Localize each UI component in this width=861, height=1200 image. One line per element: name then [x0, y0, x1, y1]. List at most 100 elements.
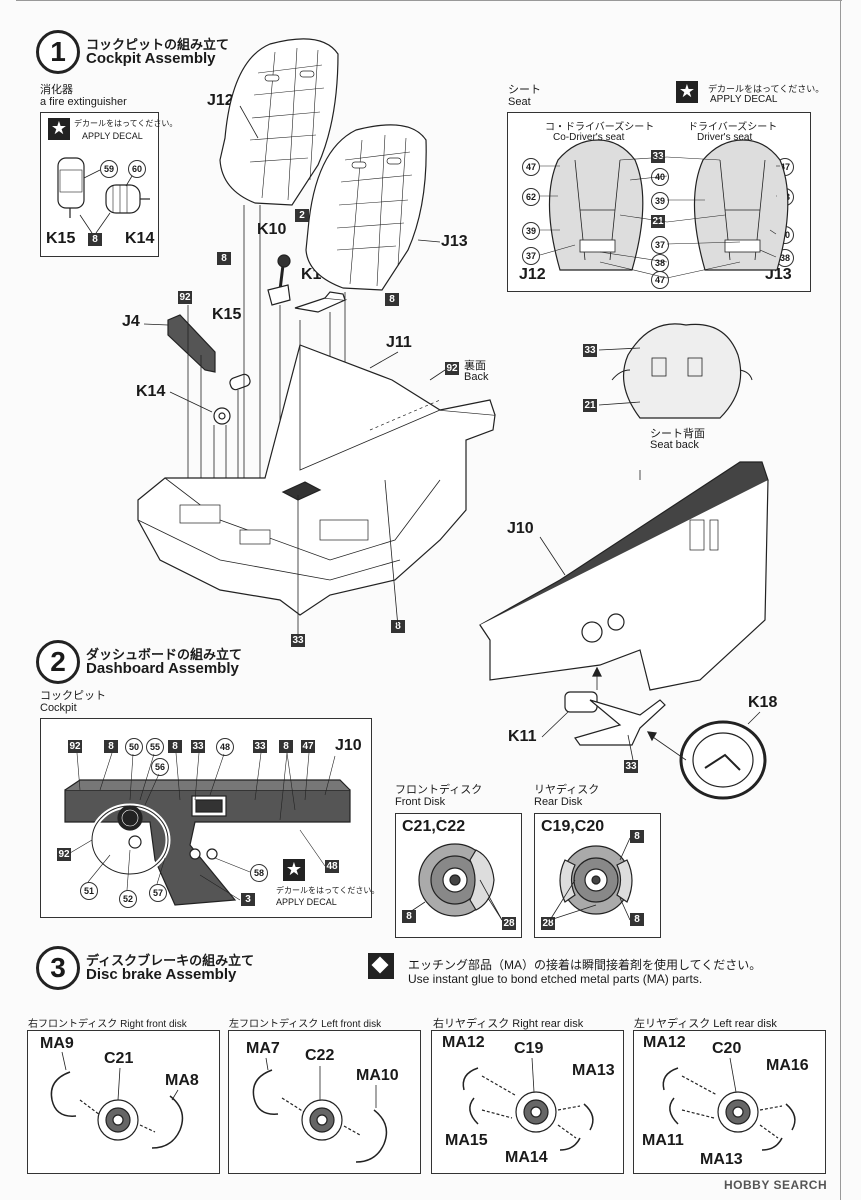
panel4-a: MA12	[643, 1034, 686, 1051]
dash-num-51: 51	[80, 882, 98, 900]
decal-star-icon: ★	[48, 118, 70, 140]
j4-bracket-drawing	[167, 314, 216, 373]
dash-num-56: 56	[151, 758, 169, 776]
rear-disk-num-8-a: 8	[630, 830, 644, 843]
j10-label: J10	[507, 520, 534, 537]
dash-num-8-a: 8	[104, 740, 118, 753]
dash-decal-jp: デカールをはってください。	[276, 886, 380, 895]
ext-decal-jp: デカールをはってください。	[74, 119, 178, 128]
panel3-c: MA13	[572, 1062, 615, 1079]
ext-num-59: 59	[100, 160, 118, 178]
dash-num-92-a: 92	[68, 740, 82, 753]
step3-note-en: Use instant glue to bond etched metal pa…	[408, 972, 703, 986]
seatback-jp: シート背面	[650, 428, 705, 440]
driver-en: Driver's seat	[697, 132, 753, 143]
panel1-caption: 右フロントディスク Right front disk	[28, 1019, 187, 1030]
panel2-caption: 左フロントディスク Left front disk	[229, 1019, 382, 1030]
panel2-c: MA10	[356, 1067, 399, 1084]
k18-label: K18	[748, 694, 778, 711]
panel1-a: MA9	[40, 1035, 74, 1052]
step1-title-en: Cockpit Assembly	[86, 50, 216, 67]
seat-num-21: 21	[651, 215, 665, 228]
j10-dashboard-drawing	[479, 461, 769, 691]
seatback-en: Seat back	[650, 439, 699, 451]
main-k1-label: K1	[301, 266, 322, 283]
step1-title-jp: コックピットの組み立て	[86, 37, 230, 52]
front-disk-jp: フロントディスク	[395, 784, 483, 796]
k1-part-drawing	[294, 291, 348, 313]
seat-j12-drawing	[219, 38, 339, 206]
cockpit-en: Cockpit	[40, 702, 77, 714]
panel4-b: C20	[712, 1040, 742, 1057]
step2-title-en: Dashboard Assembly	[86, 660, 239, 677]
k18-wheel-drawing	[679, 720, 767, 800]
main-num-2: 2	[295, 209, 309, 222]
seat-decal-star-icon: ★	[676, 81, 698, 103]
main-j11-label: J11	[386, 334, 412, 351]
ext-decal-en: APPLY DECAL	[82, 131, 143, 141]
extinguisher-jp: 消化器	[40, 84, 73, 96]
dash-num-8-b: 8	[168, 740, 182, 753]
dash-num-50: 50	[125, 738, 143, 756]
seat-title-en: Seat	[508, 96, 531, 108]
panel1-c: MA8	[165, 1072, 199, 1089]
seat-num-40-m: 40	[651, 168, 669, 186]
panel2-b: C22	[305, 1047, 335, 1064]
main-j4-label: J4	[122, 313, 140, 330]
seat-j13-label: J13	[765, 266, 792, 283]
cockpit-jp: コックピット	[40, 690, 106, 702]
right-border	[840, 0, 842, 1200]
extinguisher-en: a fire extinguisher	[40, 96, 127, 108]
rear-disk-parts: C19,C20	[541, 818, 605, 835]
panel2-a: MA7	[246, 1040, 280, 1057]
main-k14-label: K14	[136, 383, 166, 400]
dash-num-47: 47	[301, 740, 315, 753]
main-num-33: 33	[291, 634, 305, 647]
front-disk-parts: C21,C22	[402, 818, 466, 835]
instant-glue-icon	[368, 953, 394, 979]
step1-number: 1	[36, 30, 80, 74]
step3-title-jp: ディスクブレーキの組み立て	[86, 953, 255, 968]
rear-disk-en: Rear Disk	[534, 796, 583, 808]
dash-j10-label: J10	[335, 737, 362, 754]
main-num-8-b: 8	[385, 293, 399, 306]
dash-decal-star-icon: ★	[283, 859, 305, 881]
seat-j12-label: J12	[519, 266, 546, 283]
dash-num-52: 52	[119, 890, 137, 908]
step3-number: 3	[36, 946, 80, 990]
panel3-e: MA14	[505, 1149, 548, 1166]
seat-num-37-m: 37	[651, 236, 669, 254]
panel3-a: MA12	[442, 1034, 485, 1051]
panel3-d: MA15	[445, 1132, 488, 1149]
dash-num-57: 57	[149, 884, 167, 902]
front-disk-num-8: 8	[402, 910, 416, 923]
dash-num-33-b: 33	[253, 740, 267, 753]
panel4-c: MA16	[766, 1057, 809, 1074]
step3-title-en: Disc brake Assembly	[86, 966, 237, 983]
codriver-en: Co-Driver's seat	[553, 132, 625, 143]
seat-num-38-m: 38	[651, 254, 669, 272]
seatback-num-33: 33	[583, 344, 597, 357]
seat-num-62: 62	[522, 188, 540, 206]
rear-disk-num-28: 28	[541, 917, 555, 930]
top-border	[16, 0, 842, 2]
seat-num-47-r: 47	[776, 158, 794, 176]
panel3-b: C19	[514, 1040, 544, 1057]
k11-column-drawing	[564, 691, 666, 746]
main-num-8-c: 8	[391, 620, 405, 633]
seat-num-38-r: 38	[776, 249, 794, 267]
seat-num-63: 63	[776, 188, 794, 206]
step2-number: 2	[36, 640, 80, 684]
k10-lever-drawing	[267, 254, 291, 306]
step2-title-jp: ダッシュボードの組み立て	[86, 647, 243, 662]
main-num-92-a: 92	[178, 291, 192, 304]
dash-decal-en: APPLY DECAL	[276, 897, 337, 907]
seat-num-40-r: 40	[776, 226, 794, 244]
dash-num-8-c: 8	[279, 740, 293, 753]
dash-num-58: 58	[250, 864, 268, 882]
seat-num-33: 33	[651, 150, 665, 163]
guide-lines	[187, 205, 346, 530]
ext-num-60: 60	[128, 160, 146, 178]
panel4-e: MA13	[700, 1151, 743, 1168]
ext-num-8: 8	[88, 233, 102, 246]
